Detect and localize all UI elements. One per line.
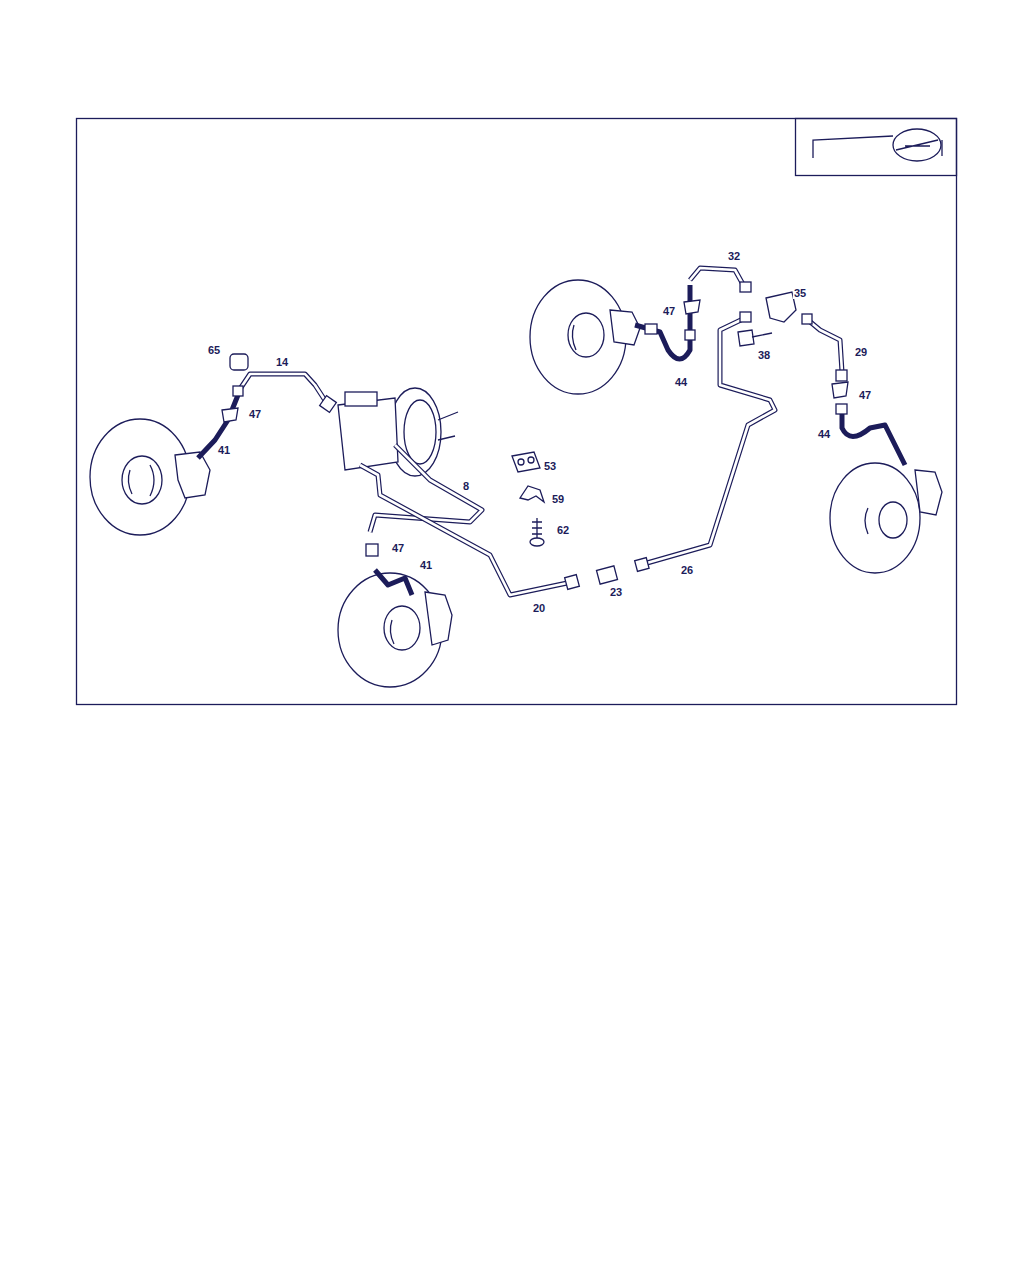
brake-pipes-part — [808, 320, 842, 372]
callout-number: 8 — [462, 480, 470, 492]
fittings-and-clips-part — [366, 544, 378, 556]
master-cylinder-part — [338, 398, 398, 470]
brake-discs-part — [122, 456, 162, 504]
callout-number: 62 — [556, 524, 570, 536]
brake-pipes-part — [690, 268, 745, 288]
master-cylinder-part — [404, 400, 436, 464]
brake-pipes — [198, 268, 905, 595]
master-cylinder-part — [438, 412, 458, 440]
callout-number: 65 — [207, 344, 221, 356]
fittings-and-clips-part — [836, 370, 847, 381]
fittings-and-clips-part — [320, 396, 337, 413]
fittings-and-clips-part — [766, 292, 796, 322]
fittings-and-clips-part — [518, 459, 524, 465]
brake-discs-part — [175, 452, 210, 498]
brake-discs-part — [572, 325, 576, 350]
brake-discs-part — [530, 280, 626, 394]
brake-pipes-part — [635, 285, 690, 359]
callout-number: 26 — [680, 564, 694, 576]
brake-pipes-part — [640, 318, 775, 565]
frame-part — [796, 119, 957, 176]
fittings-and-clips-part — [740, 312, 751, 322]
brake-discs-part — [425, 592, 452, 645]
brake-discs-part — [879, 502, 907, 538]
brake-pipes-part — [238, 374, 328, 405]
frame-part — [893, 129, 941, 161]
brake-pipes-part — [360, 465, 572, 595]
brake-pipes-part — [808, 320, 842, 372]
callout-number: 44 — [817, 428, 831, 440]
fittings-and-clips-part — [832, 382, 848, 398]
callout-number: 53 — [543, 460, 557, 472]
fittings-and-clips-part — [512, 452, 540, 472]
fittings-and-clips-part — [684, 300, 700, 314]
callout-number: 44 — [674, 376, 688, 388]
frame-part — [813, 136, 893, 158]
callout-number: 41 — [217, 444, 231, 456]
callout-number: 23 — [609, 586, 623, 598]
brake-pipes-part — [360, 465, 572, 595]
brake-pipes-part — [238, 374, 328, 405]
fittings-and-clips — [222, 282, 848, 589]
brake-discs-part — [384, 606, 420, 650]
brake-pipes-part — [198, 395, 238, 458]
callout-number: 29 — [854, 346, 868, 358]
callout-number: 47 — [248, 408, 262, 420]
fittings-and-clips-part — [530, 538, 544, 546]
master-cylinder-part — [345, 392, 377, 406]
fittings-and-clips-part — [685, 330, 695, 340]
fittings-and-clips-part — [565, 575, 580, 590]
callout-number: 59 — [551, 493, 565, 505]
fittings-and-clips-part — [233, 386, 243, 396]
brake-discs-part — [338, 573, 442, 687]
brake-discs-part — [568, 313, 604, 357]
master-cylinder — [338, 388, 458, 476]
brake-discs — [90, 280, 942, 687]
fittings-and-clips-part — [532, 518, 542, 540]
fittings-and-clips-part — [635, 558, 649, 572]
callout-number: 32 — [727, 250, 741, 262]
fittings-and-clips-part — [520, 486, 544, 502]
brake-discs-part — [865, 508, 868, 534]
brake-discs-part — [390, 620, 394, 644]
fittings-and-clips-part — [528, 457, 534, 463]
brake-discs-part — [830, 463, 920, 573]
fittings-and-clips-part — [222, 408, 238, 422]
callout-number: 14 — [275, 356, 289, 368]
fittings-and-clips-part — [740, 282, 751, 292]
fittings-and-clips-part — [596, 566, 617, 584]
frame — [77, 119, 957, 705]
callout-number: 41 — [419, 559, 433, 571]
brake-discs-part — [90, 419, 190, 535]
brake-pipes-part — [690, 268, 745, 288]
brake-pipes-part — [375, 570, 412, 595]
callout-number: 20 — [532, 602, 546, 614]
brake-pipes-part — [640, 318, 775, 565]
fittings-and-clips-part — [645, 324, 657, 334]
frame-part — [77, 119, 957, 705]
frame-part — [896, 140, 938, 150]
brake-discs-part — [128, 465, 154, 496]
brake-pipes-part — [842, 410, 905, 465]
fittings-and-clips-part — [738, 330, 754, 346]
callout-number: 38 — [757, 349, 771, 361]
fittings-and-clips-part — [752, 333, 772, 337]
callout-number: 47 — [391, 542, 405, 554]
callout-number: 47 — [858, 389, 872, 401]
brake-discs-part — [915, 470, 942, 515]
frame-part — [941, 140, 942, 156]
callout-number: 47 — [662, 305, 676, 317]
fittings-and-clips-part — [802, 314, 812, 324]
callout-number: 35 — [793, 287, 807, 299]
fittings-and-clips-part — [836, 404, 847, 414]
fittings-and-clips-part — [230, 354, 248, 370]
